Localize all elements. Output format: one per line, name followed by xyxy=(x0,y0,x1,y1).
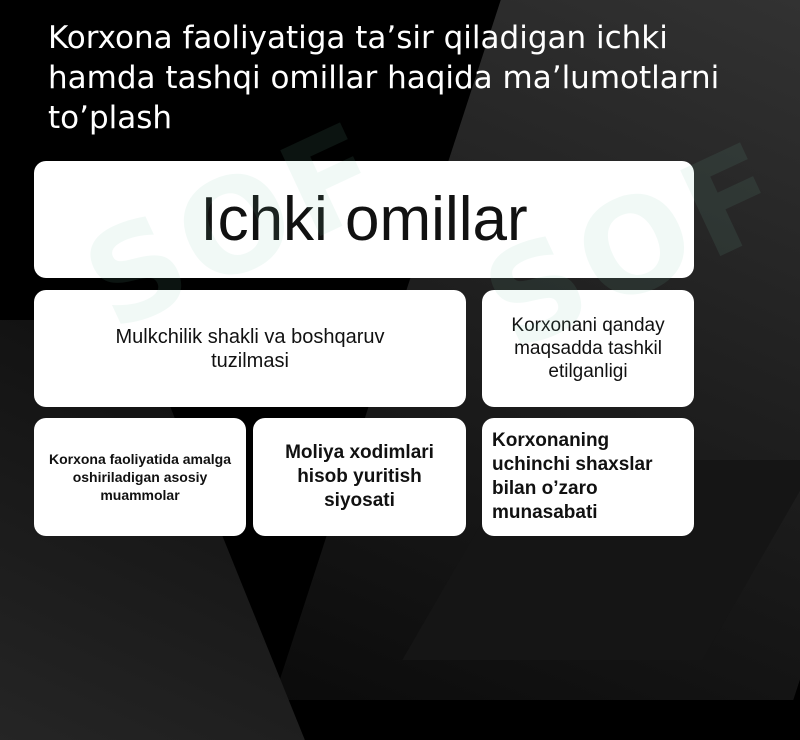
finance-box: Moliya xodimlari hisob yuritish siyosati xyxy=(253,418,466,536)
problems-label: Korxona faoliyatida amalga oshiriladigan… xyxy=(48,451,232,503)
relations-label: Korxonaning uchinchi shaxslar bilan o’za… xyxy=(492,430,653,523)
header-label: Ichki omillar xyxy=(200,185,528,254)
ownership-box: Mulkchilik shakli va boshqaruv tuzilmasi xyxy=(34,290,466,407)
finance-label: Moliya xodimlari hisob yuritish siyosati xyxy=(285,442,434,511)
header-box: Ichki omillar xyxy=(34,161,694,278)
purpose-label: Korxonani qanday maqsadda tashkil etilga… xyxy=(511,315,665,382)
slide-title: Korxona faoliyatiga ta’sir qiladigan ich… xyxy=(48,20,720,136)
relations-box: Korxonaning uchinchi shaxslar bilan o’za… xyxy=(482,418,694,536)
ownership-label: Mulkchilik shakli va boshqaruv tuzilmasi xyxy=(115,325,385,372)
problems-box: Korxona faoliyatida amalga oshiriladigan… xyxy=(34,418,246,536)
purpose-box: Korxonani qanday maqsadda tashkil etilga… xyxy=(482,290,694,407)
